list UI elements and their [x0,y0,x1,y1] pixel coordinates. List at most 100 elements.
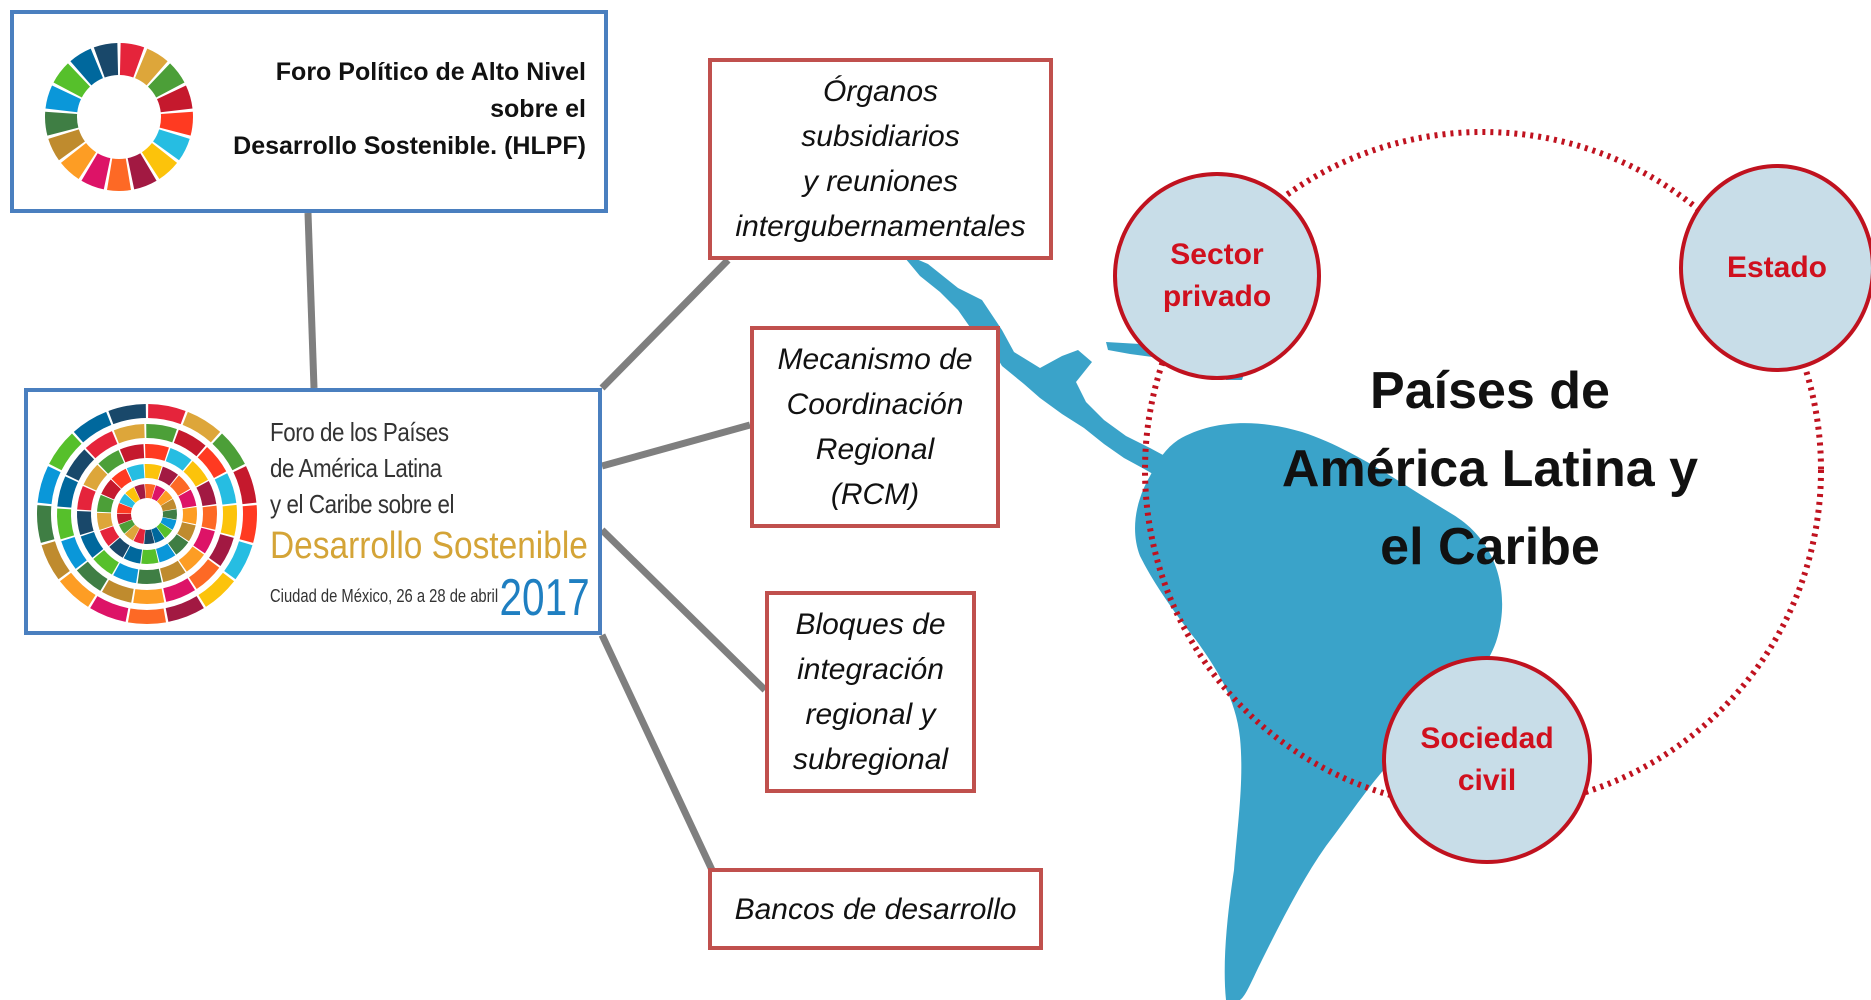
connector-forum-bloques [599,527,768,693]
center-label: Países de América Latina y el Caribe [1240,352,1740,586]
bloques-line: integración [797,653,944,686]
estado-line: Estado [1726,251,1828,284]
sdg-wheel-segment [158,466,179,486]
sdg-wheel-segment [57,476,78,508]
sdg-wheel-segment [182,411,221,443]
sdg-wheel-segment [45,111,79,136]
sdg-wheel-segment [85,431,118,459]
sdg-wheel-segment [119,444,145,463]
sdg-wheel-segment [83,464,108,491]
spiral-logo-graphic [37,404,257,624]
sdg-wheel-segment [177,522,196,542]
sdg-wheel-segment [133,528,146,544]
sdg-wheel-segment [109,537,130,558]
rcm-box: Mecanismo de Coordinación Regional (RCM) [750,326,1000,528]
sdg-wheel-segment [183,460,209,487]
sdg-wheel-segment [119,493,136,508]
sdg-wheel-icon [44,42,194,192]
sdg-wheel-segment [53,63,91,98]
sdg-wheel-segment [144,464,162,480]
sdg-wheel-segment [81,153,111,190]
rcm-line: Regional [815,433,935,466]
sdg-wheel-segment [197,446,227,479]
sdg-wheel-segment [49,433,82,471]
center-label-line: América Latina y [1281,440,1699,498]
sdg-wheel-segment [126,464,145,482]
sdg-wheel-segment [124,524,140,541]
spiral-logo-hub [137,504,157,524]
sdg-wheel-segment [168,534,189,555]
sdg-wheel-segment [233,466,257,505]
sdg-wheel-segment [59,572,96,607]
sdg-wheel-segment [151,485,166,502]
bloques-line: regional y [805,698,936,731]
sdg-wheel-segment [212,433,245,471]
sdg-wheel-segment [193,527,215,554]
sdg-wheel-segment [98,450,125,474]
sdg-wheel-segment [162,509,177,520]
sdg-wheel-segment [169,475,191,496]
sdg-wheel-segment [118,519,135,534]
bloques-line: Bloques de [795,608,946,641]
hlpf-title-line: sobre el [490,95,586,123]
bloques-line: subregional [792,743,949,776]
sdg-wheel-segment [77,485,96,511]
sdg-wheel-segment [125,487,140,503]
sdg-wheel-segment [157,85,193,113]
bancos-line: Bancos de desarrollo [734,892,1017,926]
bancos-box: Bancos de desarrollo [708,868,1043,950]
connector-forum-bancos [598,633,716,872]
sdg-wheel-segment [90,596,129,622]
hlpf-box: Foro Político de Alto Nivel sobre el Des… [10,10,608,213]
sdg-wheel-segment [165,448,192,471]
sdg-wheel-segment [182,507,197,525]
sdg-wheel-segment [60,143,97,180]
sdg-wheel-segment [145,444,169,461]
connector-forum-rcm [601,421,751,470]
sdg-wheel-segment [159,111,193,136]
organos-line: y reuniones [802,165,959,198]
sdg-wheel-segment [57,508,75,540]
sdg-wheel-segment [77,511,94,536]
sdg-wheel-segment [97,494,114,513]
sdg-wheel-segment [97,512,113,530]
sdg-wheel-segment [127,153,157,190]
sdg-wheel-segment [224,541,253,580]
sdg-wheel-segment [198,572,235,607]
sdg-wheel-segment [108,404,146,425]
sdg-wheel-segment [135,48,168,86]
sdg-wheel-segment [61,537,87,569]
sdg-wheel-segment [153,129,190,161]
forum-date: Ciudad de México, 26 a 28 de abril [270,586,499,606]
sector-privado-circle: Sector privado [1113,172,1321,380]
forum-name-line: de América Latina [270,453,442,483]
sector-privado-line: privado [1162,280,1272,313]
forum-year: 2017 [499,569,590,627]
sdg-wheel-segment [134,484,146,500]
sociedad-civil-line: civil [1457,764,1517,797]
sdg-wheel-segment [37,466,61,505]
hlpf-title-line: Foro Político de Alto Nivel [275,58,586,86]
sdg-wheel-segment [239,505,257,543]
sdg-wheel-segment [165,596,204,622]
sdg-wheel-segment [156,543,176,563]
regional-forum-box: Foro de los Países de América Latina y e… [24,388,602,635]
forum-name-line: Foro de los Países [270,417,449,447]
organos-line: subsidiarios [801,120,960,153]
hlpf-title-line: Desarrollo Sostenible. (HLPF) [233,132,586,160]
sdg-wheel-segment [160,517,177,530]
sdg-wheel-segment [113,424,145,444]
sdg-wheel-segment [178,489,197,509]
organos-line: Órganos [822,75,939,108]
sdg-wheel-segment [107,158,131,191]
sdg-wheel-segment [117,503,133,514]
sdg-wheel-segment [117,513,132,525]
sdg-wheel-segment [37,505,55,543]
organos-line: intergubernamentales [735,210,1026,243]
sdg-wheel-segment [214,473,237,505]
rcm-line: (RCM) [830,478,920,511]
sdg-wheel-segment [141,549,159,564]
sdg-wheel-segment [163,578,196,602]
sdg-wheel-segment [101,579,134,603]
connector-hlpf-forum [304,212,318,389]
